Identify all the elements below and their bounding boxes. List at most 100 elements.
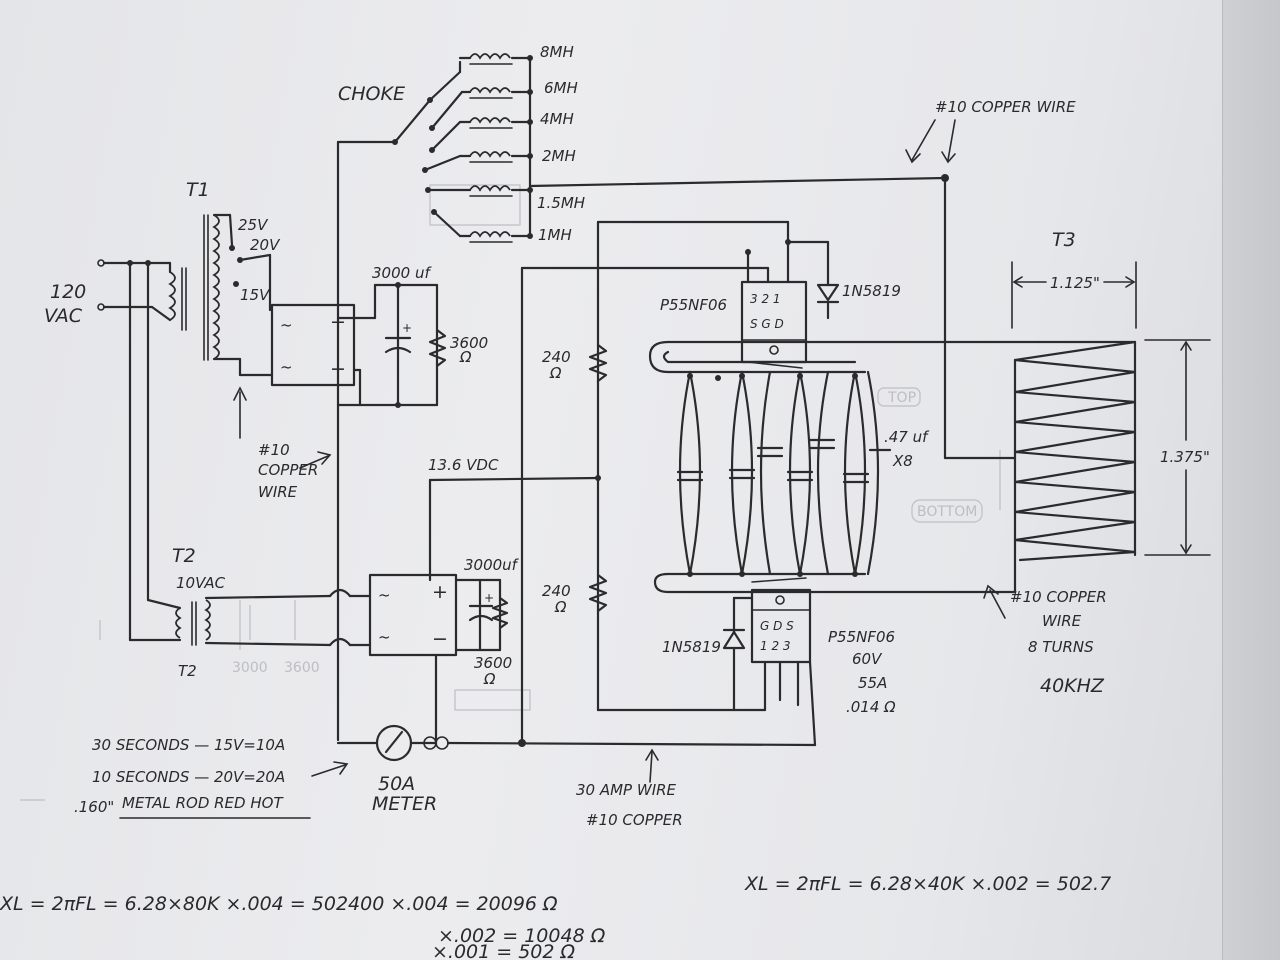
tap-label-4mh: 4MH bbox=[540, 110, 574, 128]
cap-047-line2: X8 bbox=[892, 452, 913, 470]
mosfet-bottom: G D S 1 2 3 bbox=[732, 577, 817, 747]
diode-top-label: 1N5819 bbox=[842, 282, 901, 300]
v15-label: 15V bbox=[240, 286, 271, 304]
t3-label: T3 bbox=[1052, 229, 1076, 251]
rect2-plus: + bbox=[432, 581, 448, 603]
t3-work-coil bbox=[1013, 340, 1137, 594]
res-3600-top-line2: Ω bbox=[459, 348, 472, 366]
formula-right: XL = 2πFL = 6.28×40K ×.002 = 502.7 bbox=[744, 873, 1111, 895]
svg-text:TOP: TOP bbox=[887, 390, 916, 406]
mosfet-top-label: P55NF06 bbox=[660, 296, 727, 314]
tap-label-1mh: 1MH bbox=[538, 226, 572, 244]
svg-text:BOTTOM: BOTTOM bbox=[917, 504, 977, 520]
choke-coil-1-5mh bbox=[426, 185, 533, 197]
res-240-top bbox=[588, 343, 608, 383]
mosfet-top-gds: S G D bbox=[750, 317, 784, 331]
freq-label: 40KHZ bbox=[1040, 675, 1105, 697]
svg-text:3600: 3600 bbox=[284, 660, 320, 676]
ground-bus bbox=[446, 741, 817, 747]
formula-left-2: ×.002 = 10048 Ω bbox=[438, 925, 606, 947]
top-feed-wire bbox=[528, 176, 947, 188]
copper-wire-right-line3: 8 TURNS bbox=[1028, 638, 1094, 656]
wire-30amp-line2: #10 COPPER bbox=[586, 811, 683, 829]
copper-wire-left-line2: COPPER bbox=[258, 461, 318, 479]
rect2-ac1: ~ bbox=[378, 586, 391, 604]
note-rod: METAL ROD RED HOT bbox=[122, 794, 284, 812]
diode-bot-label: 1N5819 bbox=[662, 638, 721, 656]
tap-label-1-5mh: 1.5MH bbox=[537, 194, 585, 212]
mosfet-bot-gds: G D S bbox=[760, 619, 794, 633]
mosfet-bot-spec3: .014 Ω bbox=[846, 698, 896, 716]
ghost-marks bbox=[20, 184, 1001, 801]
tap-label-8mh: 8MH bbox=[540, 43, 574, 61]
r240-bot-line2: Ω bbox=[554, 598, 567, 616]
note-30s: 30 SECONDS — 15V=10A bbox=[92, 736, 285, 754]
choke-section: CHOKE bbox=[336, 43, 585, 742]
tap-label-6mh: 6MH bbox=[544, 79, 578, 97]
cap-3000uf-top-label: 3000 uf bbox=[372, 264, 432, 282]
choke-coil-2mh bbox=[423, 151, 533, 172]
cap-3000uf-top: + bbox=[384, 321, 412, 354]
ac-input-120vac: 120 VAC bbox=[44, 259, 172, 642]
formula-left-3: ×.001 = 502 Ω bbox=[432, 941, 576, 960]
v20-label: 20V bbox=[250, 236, 281, 254]
t2-lower-label: T2 bbox=[178, 662, 197, 680]
t2-transformer: T2 10VAC T2 bbox=[128, 545, 372, 680]
rect1-ac1: ~ bbox=[280, 316, 293, 334]
capacitor-bank bbox=[676, 370, 892, 577]
res-3600-bot-line2: Ω bbox=[483, 670, 496, 688]
meter-line1: 50A bbox=[378, 773, 415, 795]
paper-edge-shadow bbox=[1222, 0, 1280, 960]
diode-bottom bbox=[722, 596, 746, 712]
note-rod-prefix: .160" bbox=[74, 798, 114, 816]
rect1-plus: + bbox=[330, 311, 346, 333]
rect1-minus: − bbox=[330, 358, 346, 380]
t2-label: T2 bbox=[172, 545, 196, 567]
diode-top bbox=[786, 240, 840, 320]
res-240-bottom bbox=[588, 573, 608, 613]
choke-label: CHOKE bbox=[338, 83, 405, 105]
copper-wire-right-line1: #10 COPPER bbox=[1010, 588, 1107, 606]
res-3600-bottom bbox=[491, 596, 509, 630]
vdc-wire bbox=[428, 476, 600, 482]
choke-coil-8mh bbox=[428, 53, 533, 102]
copper-wire-top-label: #10 COPPER WIRE bbox=[935, 98, 1076, 116]
mosfet-bot-spec1: 60V bbox=[852, 650, 883, 668]
vac10-label: 10VAC bbox=[176, 574, 226, 592]
svg-text:+: + bbox=[484, 591, 494, 605]
r240-bot-line1: 240 bbox=[542, 582, 571, 600]
res-3600-top-line1: 3600 bbox=[450, 334, 488, 352]
svg-text:3000: 3000 bbox=[232, 660, 268, 676]
note-10s: 10 SECONDS — 20V=20A bbox=[92, 768, 285, 786]
cap-047-line1: .47 uf bbox=[884, 428, 930, 446]
choke-coil-1mh bbox=[432, 210, 533, 243]
vac120-line2: VAC bbox=[44, 305, 83, 327]
mosfet-bot-label: P55NF06 bbox=[828, 628, 895, 646]
t1-transformer: T1 bbox=[168, 179, 274, 377]
choke-coil-4mh bbox=[430, 117, 533, 152]
meter-line2: METER bbox=[372, 793, 437, 815]
dim-width bbox=[1011, 261, 1137, 329]
svg-text:+: + bbox=[402, 321, 412, 335]
dim-width-label: 1.125" bbox=[1050, 274, 1100, 292]
v25-label: 25V bbox=[238, 216, 269, 234]
cap-3000uf-bottom: + bbox=[468, 591, 494, 622]
hairpin-bottom bbox=[653, 572, 1017, 594]
vac120-line1: 120 bbox=[50, 281, 86, 303]
dim-height-label: 1.375" bbox=[1160, 448, 1210, 466]
tap-label-2mh: 2MH bbox=[542, 147, 576, 165]
mosfet-bot-spec2: 55A bbox=[858, 674, 887, 692]
copper-wire-right-line2: WIRE bbox=[1042, 612, 1082, 630]
rect2-ac2: ~ bbox=[378, 628, 391, 646]
r240-top-line1: 240 bbox=[542, 348, 571, 366]
cap-3000uf-bot-label: 3000uf bbox=[464, 556, 520, 574]
res-3600-bot-line1: 3600 bbox=[474, 654, 512, 672]
choke-coil-6mh bbox=[430, 87, 533, 130]
ammeter-50a bbox=[336, 724, 449, 762]
rect2-minus: − bbox=[432, 628, 448, 650]
rect1-ac2: ~ bbox=[280, 358, 293, 376]
formula-left: XL = 2πFL = 6.28×80K ×.004 = 502400 ×.00… bbox=[0, 893, 558, 915]
hairpin-top bbox=[648, 340, 1137, 374]
